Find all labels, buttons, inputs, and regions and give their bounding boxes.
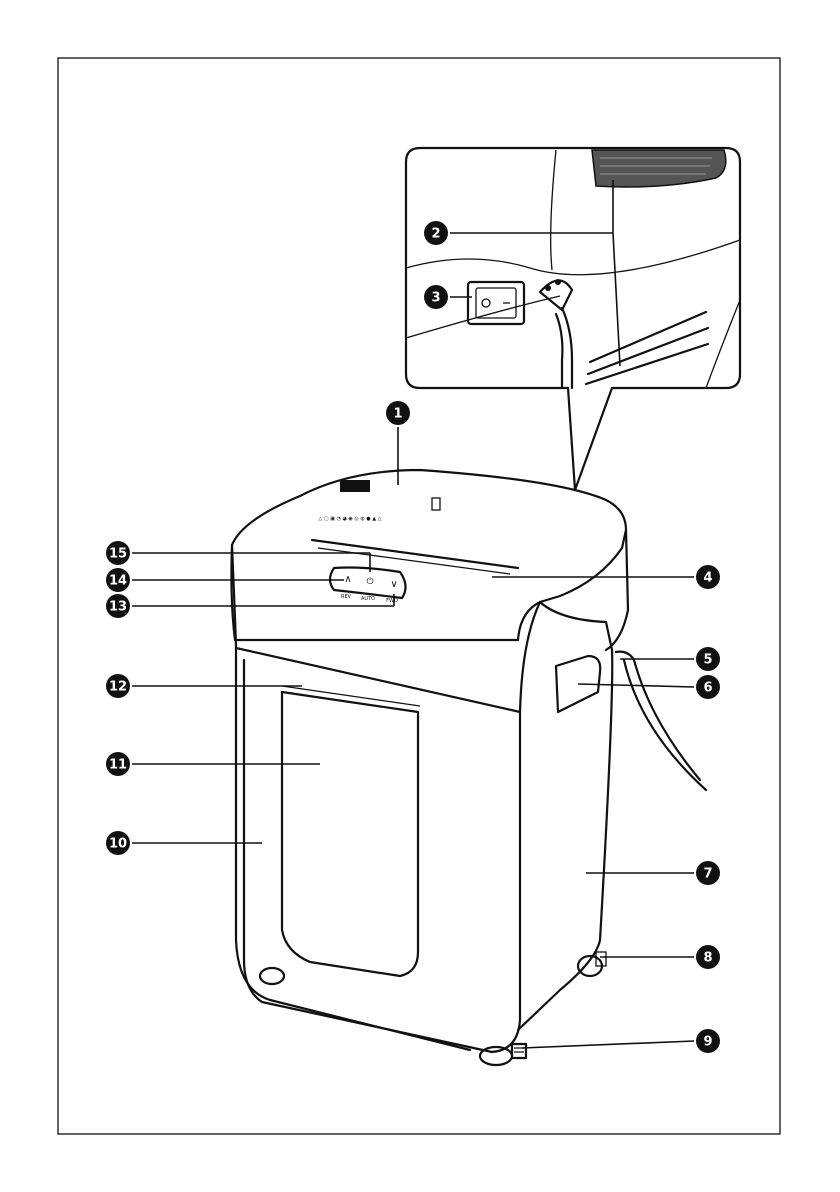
callout-3: 3 bbox=[424, 285, 472, 309]
callout-10: 10 bbox=[106, 831, 262, 855]
callout-14: 14 bbox=[106, 568, 344, 592]
callout-number-1: 1 bbox=[393, 407, 402, 422]
callout-number-5: 5 bbox=[703, 653, 712, 668]
caster-front-left bbox=[260, 968, 284, 984]
power-button-icon: ⏻ bbox=[366, 576, 373, 587]
callout-4: 4 bbox=[492, 565, 720, 589]
fwd-label: FWD bbox=[386, 598, 398, 604]
callout-number-8: 8 bbox=[703, 951, 712, 966]
callout-number-9: 9 bbox=[703, 1035, 712, 1050]
callout-8: 8 bbox=[600, 945, 720, 969]
fwd-button-icon: ∨ bbox=[390, 579, 397, 590]
callout-12: 12 bbox=[106, 674, 302, 698]
lid-indicator bbox=[432, 498, 440, 510]
callout-9: 9 bbox=[522, 1029, 720, 1053]
bin-window bbox=[282, 692, 418, 976]
page-frame bbox=[58, 58, 780, 1134]
caster-front-right bbox=[480, 1047, 512, 1065]
callout-15: 15 bbox=[106, 541, 370, 572]
security-symbols: △ ▢ ▣ ◔ ◕ ◉ ◎ ◍ ● ▲ △ bbox=[318, 516, 381, 522]
vent-grille bbox=[592, 150, 726, 187]
callout-number-7: 7 bbox=[703, 867, 712, 882]
callout-leader-2 bbox=[613, 233, 620, 366]
callout-number-13: 13 bbox=[109, 600, 127, 615]
detail-inset bbox=[406, 148, 740, 490]
power-cord bbox=[540, 279, 572, 388]
callout-number-10: 10 bbox=[109, 837, 127, 852]
callout-leader-6 bbox=[578, 684, 694, 687]
brand-logo bbox=[340, 480, 370, 492]
rev-button-icon: ∧ bbox=[344, 574, 351, 585]
svg-text:△ ▢ ▣ ◔ ◕ ◉ ◎ ◍ ● ▲ △: △ ▢ ▣ ◔ ◕ ◉ ◎ ◍ ● ▲ △ bbox=[318, 516, 381, 522]
callout-number-12: 12 bbox=[109, 680, 127, 695]
rev-label: REV bbox=[341, 594, 352, 600]
callout-number-2: 2 bbox=[431, 227, 440, 242]
power-switch bbox=[468, 282, 524, 324]
callout-2: 2 bbox=[424, 180, 620, 366]
external-power-cable bbox=[616, 652, 706, 790]
callout-7: 7 bbox=[586, 861, 720, 885]
auto-label: AUTO bbox=[361, 596, 375, 602]
callout-number-3: 3 bbox=[431, 291, 440, 306]
callout-11: 11 bbox=[106, 752, 320, 776]
paper-entry-slot bbox=[312, 540, 518, 568]
caster-back-right bbox=[578, 952, 606, 976]
shredder-body: △ ▢ ▣ ◔ ◕ ◉ ◎ ◍ ● ▲ △ ∧ ⏻ ∨ REV AUTO FWD bbox=[231, 470, 706, 1065]
callout-number-11: 11 bbox=[109, 758, 127, 773]
callout-leader-9 bbox=[522, 1041, 694, 1048]
callout-number-6: 6 bbox=[703, 681, 712, 696]
callout-number-4: 4 bbox=[703, 571, 712, 586]
caster-lock bbox=[512, 1044, 526, 1058]
callout-number-15: 15 bbox=[109, 547, 127, 562]
waste-bin bbox=[244, 660, 520, 1052]
callout-number-14: 14 bbox=[109, 574, 127, 589]
